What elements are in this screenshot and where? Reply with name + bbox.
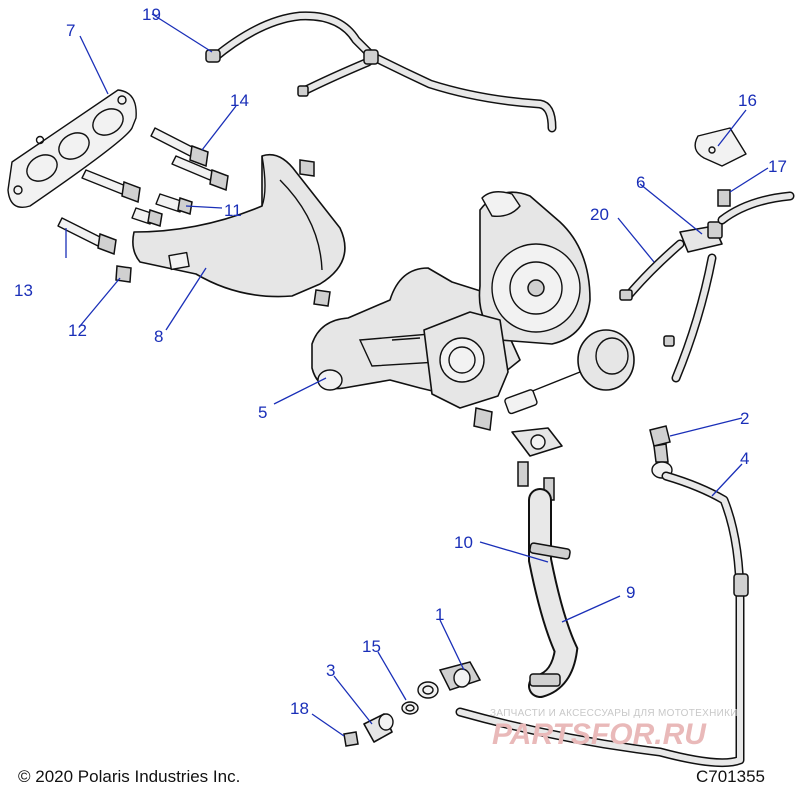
diagram-code: C701355 — [696, 767, 765, 786]
callout-20: 20 — [590, 205, 609, 224]
footer: © 2020 Polaris Industries Inc. C701355 — [18, 767, 765, 786]
part-6-16-17-20-boost-solenoid — [619, 127, 795, 383]
watermark: ЗАПЧАСТИ И АКСЕССУАРЫ ДЛЯ МОТОТЕХНИКИ PA… — [490, 708, 738, 751]
part-2-4-oil-feed-line — [455, 425, 749, 768]
callout-4: 4 — [740, 449, 749, 468]
part-studs-and-nuts — [57, 127, 315, 283]
callout-2: 2 — [740, 409, 749, 428]
part-19-vent-hose — [205, 11, 557, 133]
callout-13: 13 — [14, 281, 33, 300]
callout-15: 15 — [362, 637, 381, 656]
leader-lines — [65, 13, 769, 737]
callout-16: 16 — [738, 91, 757, 110]
callout-3: 3 — [326, 661, 335, 680]
callout-8: 8 — [154, 327, 163, 346]
watermark-brand: PARTSFOR.RU — [492, 718, 707, 751]
callout-9: 9 — [626, 583, 635, 602]
callout-14: 14 — [230, 91, 249, 110]
callout-19: 19 — [142, 5, 161, 24]
callout-7: 7 — [66, 21, 75, 40]
copyright-text: © 2020 Polaris Industries Inc. — [18, 767, 240, 786]
callout-18: 18 — [290, 699, 309, 718]
callout-5: 5 — [258, 403, 267, 422]
callout-12: 12 — [68, 321, 87, 340]
watermark-tagline: ЗАПЧАСТИ И АКСЕССУАРЫ ДЛЯ МОТОТЕХНИКИ — [490, 708, 738, 719]
callout-17: 17 — [768, 157, 787, 176]
callout-11: 11 — [224, 201, 242, 220]
part-1-3-15-18-fittings — [343, 661, 482, 747]
part-5-turbocharger-assembly — [311, 191, 635, 431]
callout-labels: 1 2 3 4 5 6 7 8 9 10 11 12 13 14 15 16 1… — [14, 5, 787, 718]
callout-1: 1 — [435, 605, 444, 624]
part-9-10-oil-drain-hose — [528, 488, 579, 698]
part-8-heat-shield — [132, 153, 346, 307]
callout-6: 6 — [636, 173, 645, 192]
callout-10: 10 — [454, 533, 473, 552]
